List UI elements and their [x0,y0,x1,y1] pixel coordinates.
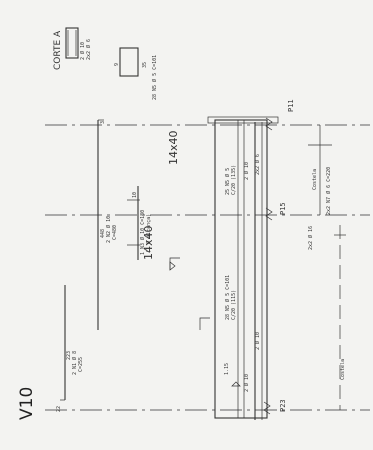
bar-n2-spec: 2 N2 Ø 10 [105,216,112,243]
costela-label-2: Costela [340,359,346,380]
stirrup-detail [119,47,139,77]
break-mark-p15 [265,207,273,221]
section-outline [65,27,79,59]
bar-n3-spec: 1 N3 Ø 10 C=180 [139,210,146,255]
bottom-bar-note-4: 2 Ø 10 [254,332,261,350]
bar-n1-spec: 2 N1 Ø 8 [71,351,78,375]
support-label-p23: P23 [279,399,287,412]
stirrup-text-4: C/20 (115) [231,290,237,320]
stirrup-text-1: 25 N5 Ø 5 [224,168,231,195]
dim-115: 1.15 [224,363,230,375]
stirrup-dim-width: 9 [114,63,120,66]
beam-outline [214,119,268,419]
break-mark-p23 [263,401,271,415]
beam-size-span-2: 14x40 [142,225,155,260]
support-label-p11: P11 [287,99,295,112]
beam-size-span-1: 14x40 [167,130,180,165]
bar-n2-length: 448 [100,229,106,238]
bottom-bar-note-3: 2x2 Ø 6 [254,154,261,175]
level-marker [231,381,241,387]
section-arrow-1 [169,257,180,270]
beam-title: V10 [17,387,37,420]
bar-n1-end-dim: 22 [56,406,62,412]
support-label-p15: P15 [279,202,287,215]
stirrup-text-3: 28 N5 Ø 5 C=101 [224,275,231,320]
bar-n3-dim: 10 [132,192,138,198]
costela-spec-2: 2x2 Ø 16 [307,226,314,250]
bottom-bar-note-1: 2 Ø 10 [243,374,250,392]
stirrup-text-2: C/20 (135) [231,165,237,195]
bar-n3-note: (1 Ø alcança) [145,214,152,253]
bar-n1-length: 223 [66,351,72,360]
bar-n1-length-total: C=255 [78,357,84,372]
section-note-2: 2x2 Ø 6 [85,39,92,60]
bar-n2-hook-dim: 3 [100,121,106,124]
beam-end-cap [207,116,279,124]
stirrup-mark: 28 N5 Ø 5 C=101 [151,55,158,100]
costela-spec-1: 2x2 N7 Ø 6 C=220 [325,167,332,215]
section-title: CORTE A [53,30,63,70]
section-arrow-2 [199,317,210,330]
section-arrow-1-head [169,261,176,271]
break-mark-p11 [265,117,273,131]
bar-n2-length-total: C=480 [112,225,118,240]
stirrup-dim-height: 35 [142,62,148,68]
bottom-bar-note-2: 2 Ø 10 [243,162,250,180]
section-note-1: 2 Ø 10 [79,42,86,60]
costela-label-1: Costela [312,169,318,190]
